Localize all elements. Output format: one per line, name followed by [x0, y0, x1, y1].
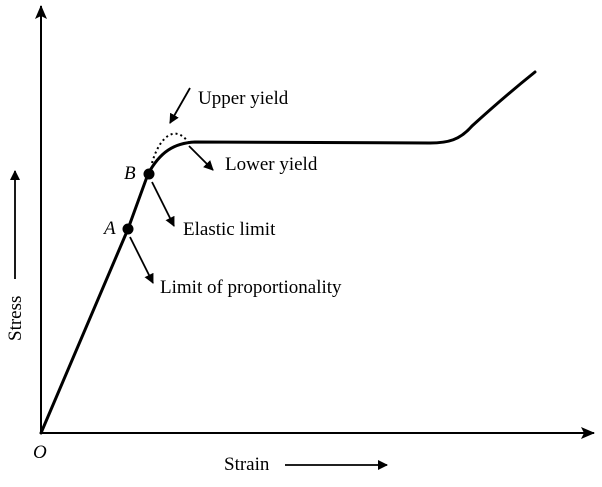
- upper-yield-label: Upper yield: [198, 88, 289, 109]
- upper-yield-dotted-curve: [151, 132, 189, 164]
- limit-of-proportionality-arrow: [129, 236, 154, 284]
- lower-yield-label: Lower yield: [225, 154, 318, 175]
- point-a-marker: [122, 223, 134, 235]
- lower-yield-arrow: [188, 145, 214, 171]
- x-axis-label: Strain: [224, 454, 270, 475]
- point-a-label: A: [102, 218, 116, 239]
- elastic-limit-arrow: [151, 181, 175, 227]
- origin-label: O: [33, 442, 47, 463]
- point-b-marker: [143, 168, 155, 180]
- elastic-limit-label: Elastic limit: [183, 219, 276, 240]
- y-axis-label: Stress: [5, 296, 26, 341]
- point-b-label: B: [124, 163, 136, 184]
- upper-yield-arrow: [169, 87, 191, 124]
- stress-strain-curve: [39, 70, 537, 435]
- limit-of-proportionality-label: Limit of proportionality: [160, 277, 342, 298]
